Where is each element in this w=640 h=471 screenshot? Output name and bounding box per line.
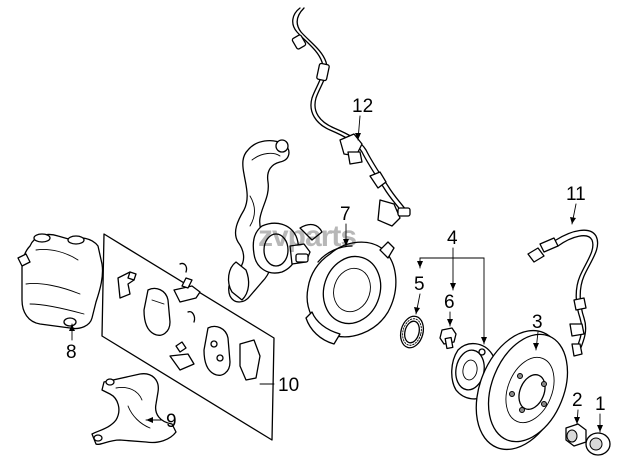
callout-4: 4 bbox=[447, 228, 458, 249]
callout-9: 9 bbox=[166, 411, 177, 432]
pad-kit-frame bbox=[101, 233, 275, 441]
abs-tone-ring bbox=[399, 315, 425, 349]
callout-12: 12 bbox=[352, 96, 373, 117]
callout-11: 11 bbox=[566, 184, 586, 205]
callout-labels: 12 7 4 5 6 3 2 1 11 8 9 10 bbox=[66, 96, 606, 432]
caliper-bracket bbox=[91, 373, 177, 446]
abs-sensor-wire bbox=[291, 7, 411, 227]
brake-pads-and-hardware bbox=[117, 262, 261, 381]
hub-cap bbox=[585, 432, 611, 456]
callout-5: 5 bbox=[414, 274, 425, 295]
steering-knuckle bbox=[227, 139, 323, 303]
brake-rotor bbox=[475, 329, 569, 451]
callout-8: 8 bbox=[66, 342, 77, 363]
wheel-nut bbox=[565, 423, 587, 447]
brake-caliper bbox=[17, 233, 104, 330]
callout-10: 10 bbox=[278, 375, 299, 396]
hub-bolt bbox=[439, 327, 457, 350]
dust-shield bbox=[305, 241, 397, 345]
watermark-text: zvparts bbox=[258, 220, 356, 253]
callout-6: 6 bbox=[444, 292, 455, 313]
callout-1: 1 bbox=[595, 394, 606, 415]
callout-2: 2 bbox=[572, 390, 583, 411]
leader-lines bbox=[69, 115, 603, 433]
brake-hose bbox=[527, 229, 599, 357]
callout-7: 7 bbox=[340, 204, 351, 225]
callout-3: 3 bbox=[532, 312, 543, 333]
